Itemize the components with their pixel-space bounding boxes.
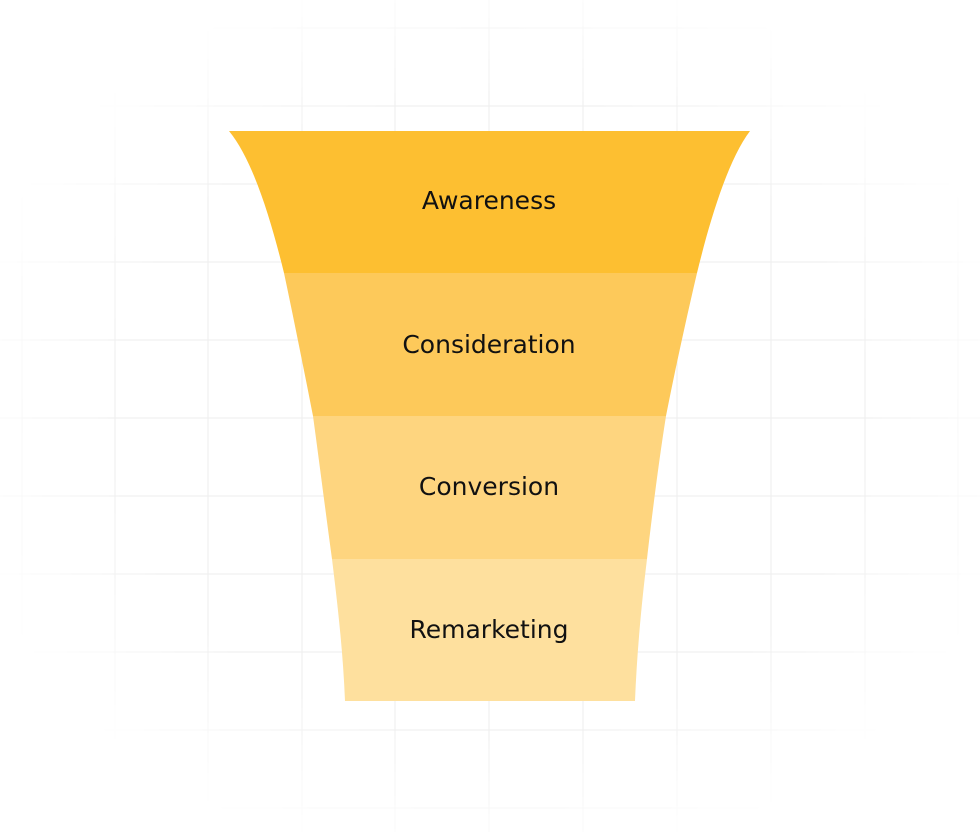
funnel-stage-label-awareness: Awareness [422, 186, 556, 215]
funnel-stage-consideration [284, 273, 697, 416]
funnel-stage-label-conversion: Conversion [419, 472, 559, 501]
funnel-stage-remarketing [332, 559, 647, 701]
funnel-stage-label-consideration: Consideration [402, 330, 575, 359]
funnel-stage-label-remarketing: Remarketing [409, 615, 568, 644]
funnel-stage-conversion [313, 416, 666, 559]
funnel-stage-awareness [229, 131, 750, 273]
funnel: Awareness Consideration Conversion Remar… [229, 131, 750, 701]
